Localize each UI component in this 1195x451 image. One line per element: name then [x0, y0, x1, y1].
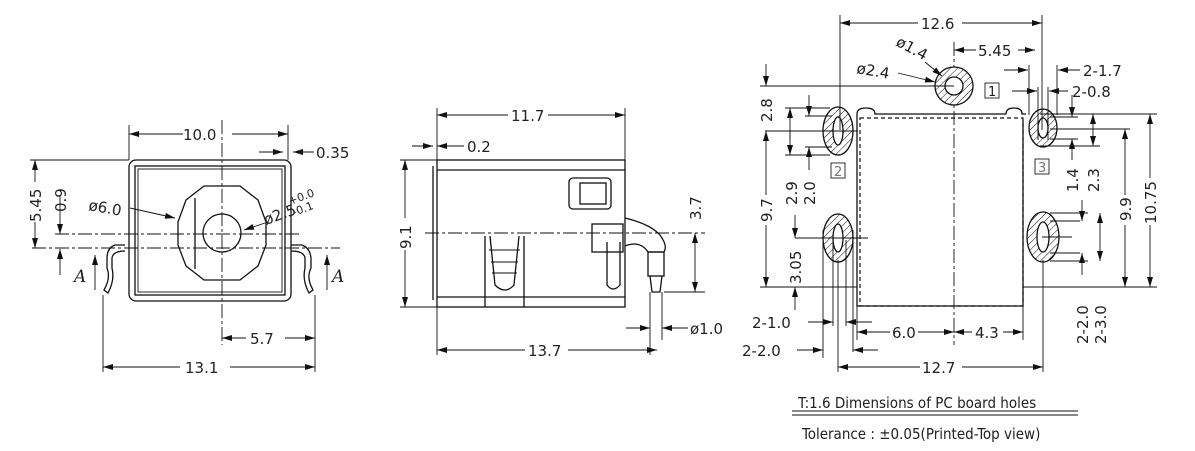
side-pin — [647, 251, 665, 277]
note-tolerance: Tolerance : ±0.05(Printed-Top view) — [801, 425, 1040, 443]
dim-bottom-span: 12.7 — [922, 359, 955, 377]
section-label-left: A — [72, 267, 86, 287]
dim-right-slot-len: 2.3 — [1085, 168, 1103, 192]
pin-label-2: 2 — [834, 165, 842, 180]
dim-slot-hole-right: 2-0.8 — [1072, 83, 1111, 101]
dim-body-length: 11.7 — [511, 107, 544, 125]
dim-bottom-left-pad: 2-2.0 — [742, 342, 781, 360]
dim-overall-width: 13.1 — [185, 359, 218, 377]
left-pin — [103, 244, 126, 294]
dim-left-slot-hole: 2.0 — [801, 181, 819, 205]
pin-label-3: 3 — [1038, 161, 1046, 176]
dim-left-span: 9.7 — [758, 198, 776, 222]
pin-label-3-box — [1034, 158, 1050, 175]
dim-hole1-pad: ø2.4 — [855, 59, 891, 82]
dim-width: 10.0 — [183, 126, 216, 144]
dim-left-top: 2.8 — [758, 98, 776, 122]
side-latch — [568, 177, 612, 210]
dim-pin-offset: 5.7 — [250, 330, 274, 348]
dim-height: 9.1 — [397, 225, 415, 249]
dim-bottom-left-hole: 2-1.0 — [752, 314, 791, 332]
side-view: 11.7 0.2 9.1 3.7 ø1.0 13.7 — [397, 107, 723, 360]
dim-right-bottom-hole: 2-2.0 — [1074, 305, 1092, 344]
dim-wall: 0.35 — [316, 144, 349, 162]
dim-pin-height: 3.7 — [687, 196, 705, 220]
pcb-outline — [856, 107, 1026, 307]
housing-outline — [128, 159, 292, 302]
section-label-right: A — [330, 267, 344, 287]
dim-dist-right: 4.3 — [975, 324, 999, 342]
pin-label-1: 1 — [988, 85, 996, 100]
dim-outer-dia: ø6.0 — [87, 196, 123, 219]
side-body — [436, 159, 626, 308]
pin-label-1-box — [984, 82, 1000, 99]
note-title: T:1.6 Dimensions of PC board holes — [797, 394, 1036, 412]
side-pin-bend — [624, 217, 666, 253]
pin-label-2-box — [830, 162, 846, 179]
dim-offset: 0.9 — [52, 188, 70, 212]
dim-slot-width-right: 2-1.7 — [1083, 62, 1122, 80]
dim-right-bottom-pad: 2-3.0 — [1092, 305, 1110, 344]
dim-left-slot-len: 2.9 — [783, 181, 801, 205]
dim-center-right: 5.45 — [978, 42, 1011, 60]
jack-outer-ring — [177, 185, 267, 281]
pcb-view: 1 2 3 12.6 5.45 ø1.4 ø2.4 2-1.7 2-0.8 2.… — [742, 15, 1160, 443]
right-pin — [290, 244, 314, 294]
front-view: 10.0 0.35 5.45 0.9 ø6.0 ø2.5 +0.0 -0.1 A… — [27, 120, 349, 377]
dim-height-center: 5.45 — [27, 189, 45, 222]
dim-hole-span: 12.6 — [921, 15, 954, 33]
dim-hole1-dia: ø1.4 — [893, 33, 931, 64]
dim-right-span: 9.9 — [1117, 197, 1135, 221]
footprint-outline — [859, 117, 1024, 307]
dim-right-hole-len: 1.4 — [1064, 168, 1082, 192]
side-spring — [484, 235, 525, 307]
dim-left-bottom: 3.05 — [787, 251, 805, 284]
dim-pin-dia: ø1.0 — [690, 320, 723, 338]
housing-inner — [134, 165, 286, 296]
dim-dist-left: 6.0 — [892, 324, 916, 342]
dim-flange: 0.2 — [467, 138, 491, 156]
dim-overall-length: 13.7 — [528, 342, 561, 360]
dim-right-total: 10.75 — [1142, 181, 1160, 224]
